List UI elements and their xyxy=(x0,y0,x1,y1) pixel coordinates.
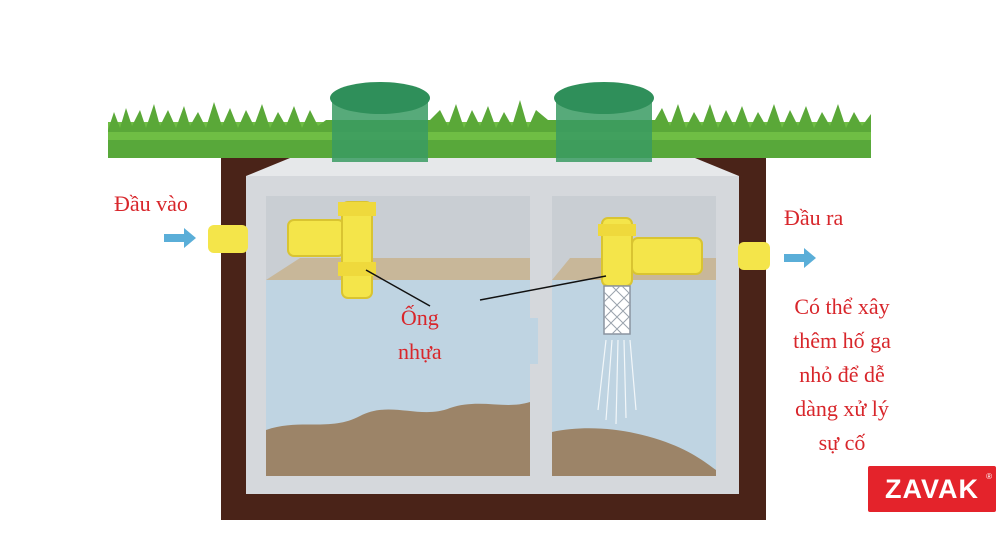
logo-registered-mark: ® xyxy=(986,472,992,481)
note-line-3: nhỏ để dễ xyxy=(799,362,885,387)
inlet-tee-horizontal xyxy=(287,219,345,257)
pipe-label-line-1: Ống xyxy=(400,305,439,330)
leader-line-inlet xyxy=(365,269,431,307)
sludge-left xyxy=(266,402,530,476)
manhole-note: Có thể xây thêm hố ga nhỏ để dễ dàng xử … xyxy=(772,290,912,460)
tank-top xyxy=(246,158,739,176)
outlet-tee-horizontal xyxy=(631,237,703,275)
manhole-lid-left xyxy=(330,82,430,114)
grass-blades xyxy=(108,100,871,132)
pipe-label-line-2: nhựa xyxy=(398,339,442,364)
inlet-label: Đầu vào xyxy=(114,191,188,216)
logo-text: ZAVAK xyxy=(885,473,979,504)
scum-layer-left xyxy=(266,258,530,280)
outlet-pipe xyxy=(738,242,770,270)
outlet-label: Đầu ra xyxy=(784,205,844,230)
note-line-4: dàng xử lý xyxy=(795,396,889,421)
leader-line-outlet xyxy=(479,275,607,301)
outlet-arrow xyxy=(784,248,816,268)
inlet-tee-collar-top xyxy=(338,202,376,216)
inlet-tee-vertical xyxy=(341,201,373,299)
outlet-tee-collar xyxy=(598,224,636,236)
manhole-lid-right xyxy=(554,82,654,114)
baffle-wall xyxy=(530,196,552,476)
sludge-right xyxy=(552,428,716,476)
pipe-label: Ống nhựa xyxy=(398,301,442,369)
note-line-2: thêm hố ga xyxy=(793,328,891,353)
grass-shade xyxy=(108,140,871,158)
inlet-pipe xyxy=(208,225,248,253)
baffle-opening xyxy=(522,318,538,364)
note-line-5: sự cố xyxy=(818,430,866,455)
outflow-streaks xyxy=(597,339,637,425)
filter-mesh xyxy=(603,285,631,335)
note-line-1: Có thể xây xyxy=(794,294,890,319)
inlet-arrow xyxy=(164,228,196,248)
inlet-tee-collar-bottom xyxy=(338,262,376,276)
zavak-logo: ZAVAK ® xyxy=(868,466,996,512)
